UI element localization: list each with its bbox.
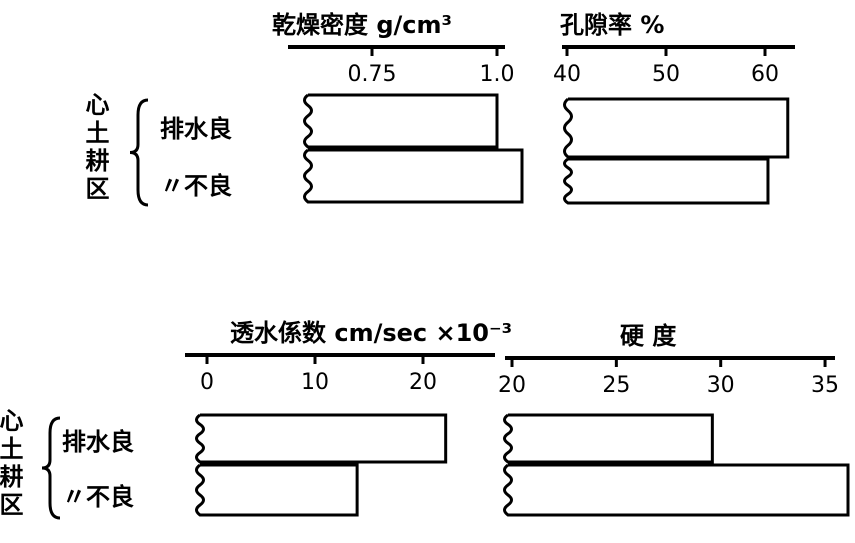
tick-label: 10 <box>301 370 329 395</box>
row-label: 排水良 <box>62 428 134 456</box>
tick-label: 30 <box>707 373 735 398</box>
bar-good-drainage <box>503 413 714 464</box>
tick-label: 35 <box>811 373 839 398</box>
brace <box>41 416 61 520</box>
row-label: 〃不良 <box>160 172 232 200</box>
brace <box>129 98 149 207</box>
tick-label: 50 <box>652 62 680 87</box>
tick-label: 20 <box>498 373 526 398</box>
tick-label: 25 <box>602 373 630 398</box>
group-label-top: 心土耕区 <box>81 92 109 204</box>
chart-title: 乾燥密度 g/cm³ <box>272 11 452 39</box>
chart-title: 孔隙率 % <box>560 11 664 39</box>
bar-good-drainage <box>563 97 790 159</box>
tick-label: 20 <box>409 370 437 395</box>
bar-poor-drainage <box>195 463 359 517</box>
tick-label: 0 <box>200 370 214 395</box>
chart-title: 硬 度 <box>620 322 677 350</box>
tick-label: 1.0 <box>480 62 515 87</box>
row-label: 排水良 <box>160 115 232 143</box>
tick-label: 0.75 <box>348 62 397 87</box>
row-label: 〃不良 <box>62 483 134 511</box>
tick-label: 40 <box>553 62 581 87</box>
bar-good-drainage <box>195 413 448 464</box>
bar-poor-drainage <box>563 157 770 205</box>
bar-good-drainage <box>303 93 499 149</box>
bar-poor-drainage <box>303 148 524 204</box>
bar-poor-drainage <box>503 463 850 517</box>
group-label-bottom: 心土耕区 <box>0 408 23 520</box>
tick-label: 60 <box>751 62 779 87</box>
chart-title: 透水係数 cm/sec ×10⁻³ <box>230 319 512 347</box>
